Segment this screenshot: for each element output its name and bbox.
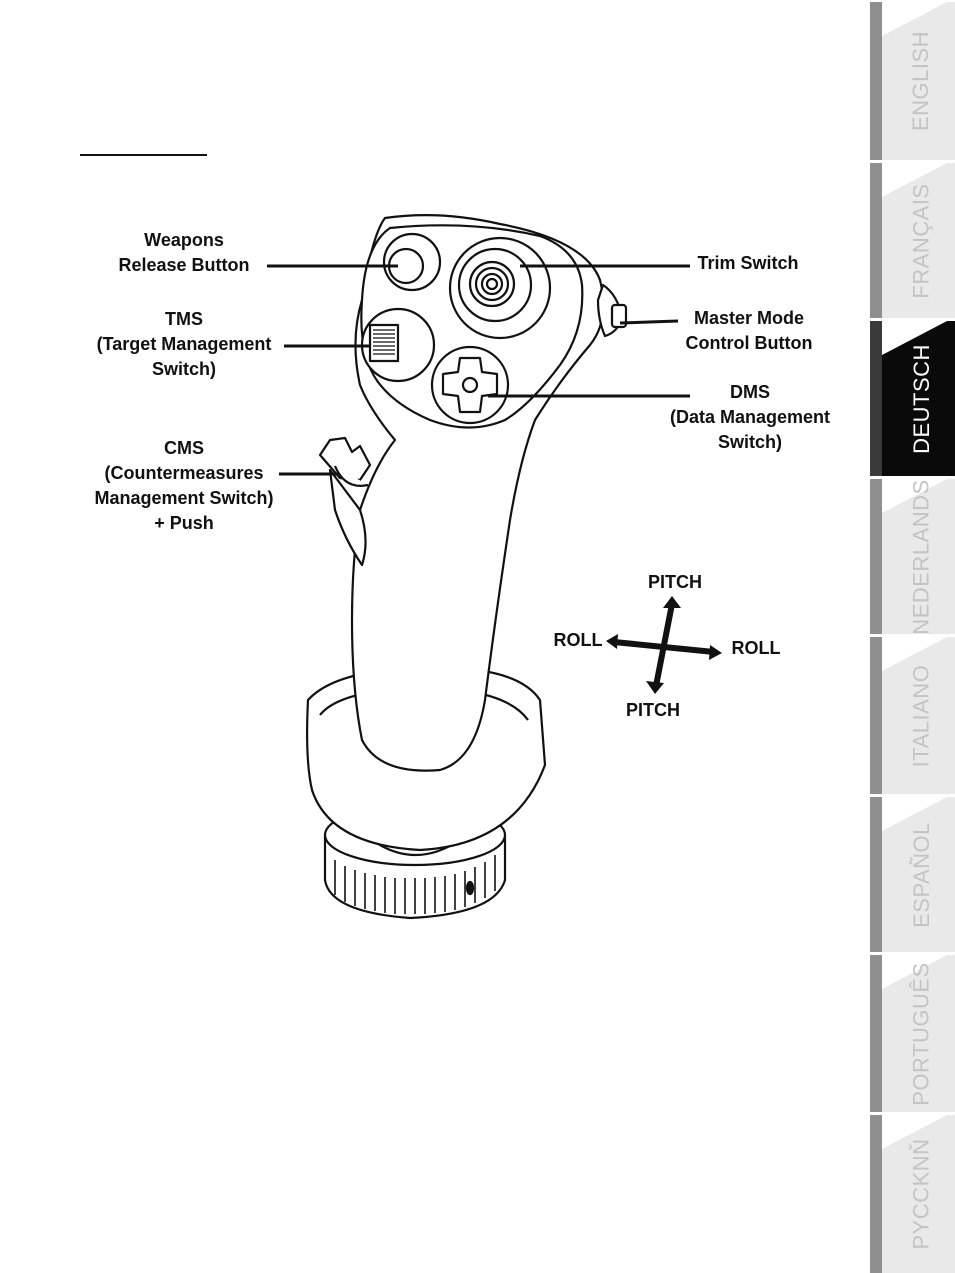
roll-left-label: ROLL [553, 630, 603, 650]
tab-portugues[interactable]: PORTUGUÊS [870, 955, 955, 1112]
trim-switch-label: Trim Switch [697, 253, 799, 273]
tms-switch [360, 307, 436, 383]
tab-deutsch[interactable]: DEUTSCH [870, 321, 955, 476]
cms-switch [318, 436, 372, 487]
tab-francais[interactable]: FRANÇAIS [870, 163, 955, 318]
master-mode-label: Master Mode Control Button [685, 308, 813, 353]
pitch-top-label: PITCH [648, 572, 702, 592]
tab-label: FRANÇAIS [908, 182, 934, 299]
dms-label: DMS (Data Management Switch) [669, 382, 831, 452]
weapons-release-label: Weapons Release Button [118, 230, 250, 275]
master-mode-button [596, 283, 628, 338]
language-tabs: ENGLISH FRANÇAIS DEUTSCH NEDERLANDS ITAL… [870, 0, 955, 1273]
tab-russian[interactable]: PYCCKNŇ [870, 1115, 955, 1273]
pitch-bottom-label: PITCH [626, 700, 680, 720]
dms-switch [430, 345, 510, 425]
tab-label: ITALIANO [908, 664, 934, 767]
pitch-roll-axes [606, 596, 722, 694]
tab-label: NEDERLANDS [908, 479, 934, 634]
section-title-underline [80, 154, 207, 156]
tab-label: ESPAÑOL [908, 821, 934, 928]
tms-label: TMS (Target Management Switch) [96, 309, 272, 379]
tab-english[interactable]: ENGLISH [870, 2, 955, 160]
tab-label: PORTUGUÊS [908, 961, 934, 1106]
roll-right-label: ROLL [731, 638, 781, 658]
trim-switch-hat [448, 236, 552, 340]
joystick-diagram [267, 213, 722, 920]
weapons-release-button [382, 232, 442, 292]
tab-label: ENGLISH [908, 30, 934, 132]
tab-label: DEUTSCH [908, 343, 934, 454]
tab-italiano[interactable]: ITALIANO [870, 637, 955, 794]
tab-espanol[interactable]: ESPAÑOL [870, 797, 955, 952]
tab-nederlands[interactable]: NEDERLANDS [870, 479, 955, 634]
cms-label: CMS (Countermeasures Management Switch) … [94, 438, 274, 533]
tab-label: PYCCKNŇ [908, 1138, 934, 1250]
leader-master-mode [619, 319, 679, 325]
